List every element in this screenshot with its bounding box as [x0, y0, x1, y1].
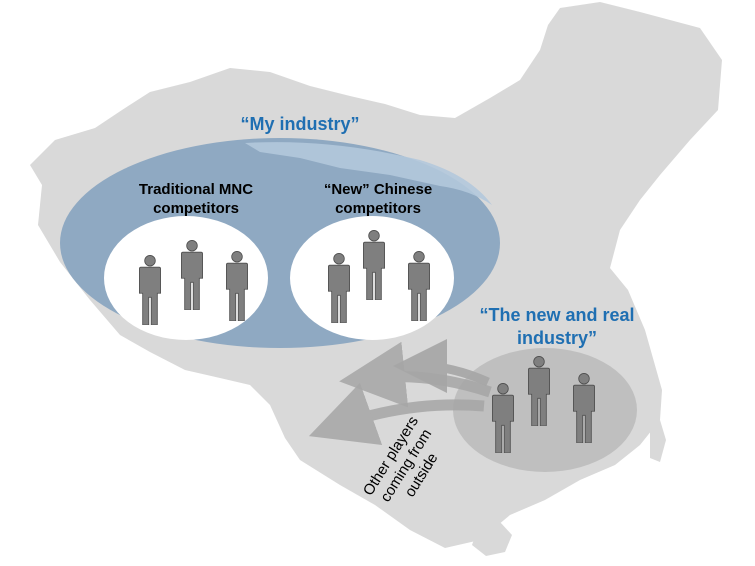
hainan-island — [472, 522, 512, 556]
my-industry-top-highlight — [245, 142, 492, 205]
my-industry-label: “My industry” — [240, 114, 359, 134]
arrow-icon — [393, 339, 490, 394]
arrow-icon — [339, 341, 492, 408]
real-industry-label-line2: industry” — [517, 328, 597, 348]
new-chinese-label-line1: “New” Chinese — [324, 181, 432, 198]
traditional-mnc-label-line1: Traditional MNC — [139, 181, 253, 198]
arrow-icon — [308, 382, 485, 445]
real-industry-label-line1: “The new and real — [479, 305, 634, 325]
taiwan-island — [650, 420, 666, 462]
new-chinese-label-line2: competitors — [335, 200, 421, 217]
traditional-mnc-label-line2: competitors — [153, 200, 239, 217]
